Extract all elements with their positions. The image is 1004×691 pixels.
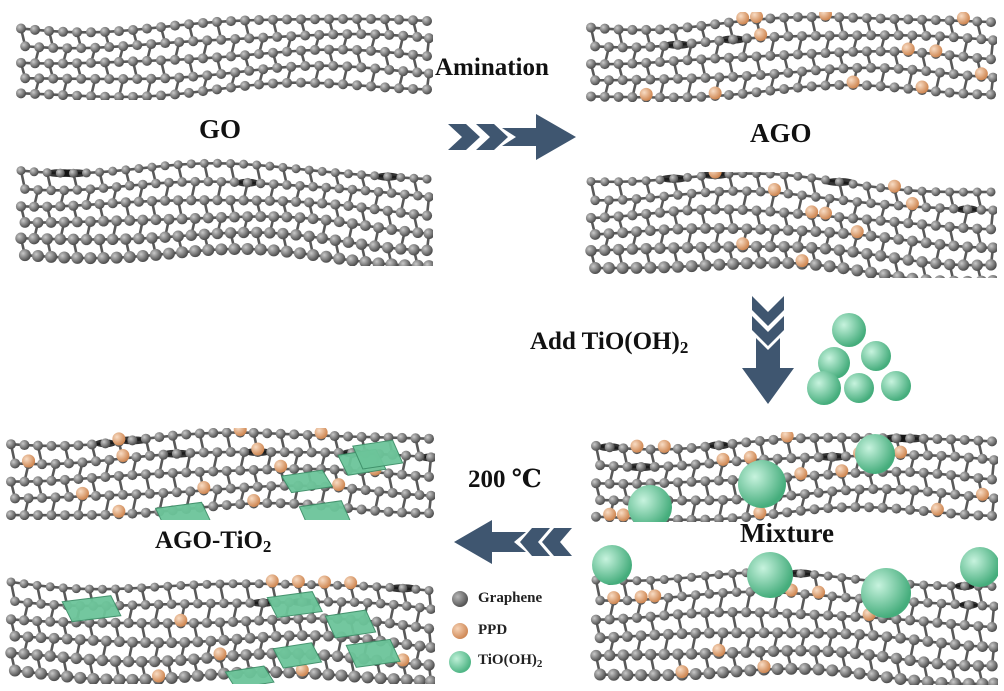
go-label: GO: [199, 114, 242, 144]
ago-label: AGO: [750, 118, 812, 148]
ppd-legend-dot: [452, 623, 468, 639]
go-sheet-bottom: [15, 158, 433, 266]
ago-tio2-sheet-bottom: [5, 574, 435, 684]
temperature-label: 200 ℃: [468, 466, 542, 493]
ago-tio2-text: AGO-TiO: [155, 527, 263, 554]
ago-sheet-bottom: [585, 172, 997, 278]
mixture-sheet-bottom: [590, 545, 998, 685]
right-arrow-icon: [448, 114, 576, 160]
mixture-label: Mixture: [740, 518, 834, 548]
tio-legend-text: TiO(OH): [478, 652, 537, 668]
ago-tio2-sheet-top: [6, 428, 435, 520]
add-tio-label: Add TiO(OH)2: [530, 328, 688, 358]
ppd-legend-label: PPD: [478, 622, 508, 638]
tio-legend-label: TiO(OH)2: [478, 652, 542, 670]
ago-tio2-subscript: 2: [262, 537, 272, 556]
tio-sphere-cluster: [807, 313, 911, 405]
mixture-sheet-top: [591, 432, 998, 522]
go-sheet-top: [16, 14, 433, 100]
graphene-legend-dot: [452, 591, 468, 607]
left-arrow-icon: [454, 520, 572, 564]
graphene-legend-label: Graphene: [478, 590, 543, 606]
add-tio-text: Add TiO(OH): [530, 328, 680, 355]
add-tio-subscript: 2: [679, 338, 689, 357]
amination-label: Amination: [435, 54, 549, 81]
tio-legend-subscript: 2: [536, 658, 543, 670]
down-arrow-icon: [742, 296, 794, 404]
ago-sheet-top: [586, 12, 997, 102]
ago-tio2-label: AGO-TiO2: [155, 527, 271, 557]
tio-legend-dot: [449, 651, 471, 673]
